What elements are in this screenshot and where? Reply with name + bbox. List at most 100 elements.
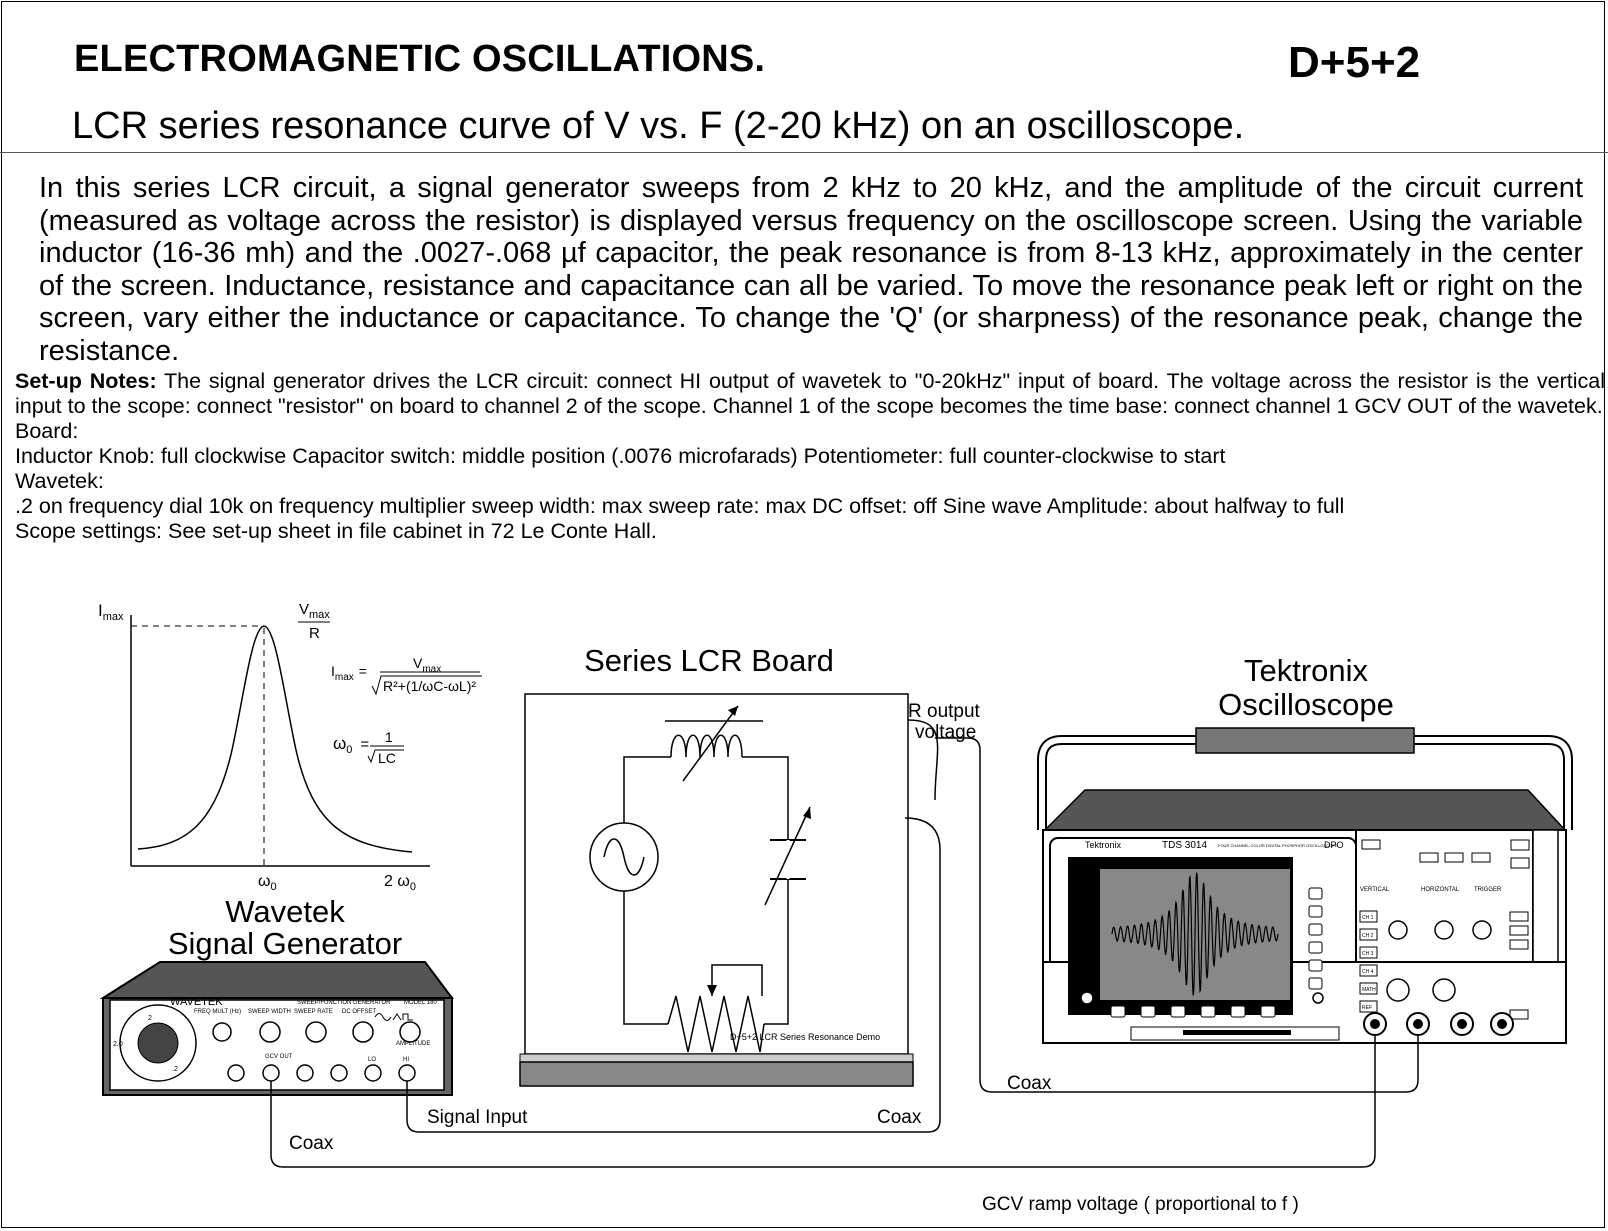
scope-top (1043, 789, 1567, 831)
channel-button (1359, 982, 1378, 995)
board-ledge (519, 1053, 914, 1063)
setup-notes: Set-up Notes: The signal generator drive… (15, 369, 1605, 544)
board-panel (524, 693, 909, 1055)
coax-label-board: Coax (877, 1107, 922, 1128)
board-base (519, 1061, 914, 1087)
intro-paragraph: In this series LCR circuit, a signal gen… (39, 172, 1583, 367)
board-heading: Board: (15, 419, 79, 443)
coax-gcv-to-ch1 (270, 1035, 1376, 1168)
x-tick-omega0: ω0 (258, 873, 277, 893)
channel-button-label: MATH (1362, 987, 1376, 993)
svg-text:2: 2 (148, 1015, 152, 1022)
waveform-sine-icon (374, 1013, 392, 1021)
scope-label-line1: Tektronix (1244, 653, 1369, 688)
coax-label-gcv: Coax (289, 1133, 334, 1154)
channel-button-label: CH 1 (1362, 915, 1374, 921)
potentiometer-icon (667, 995, 765, 1053)
svg-text:VERTICAL: VERTICAL (1360, 887, 1390, 893)
r-output-label-line2: voltage (915, 722, 976, 743)
handle-grip (1195, 727, 1415, 754)
channel-button (1359, 1000, 1378, 1013)
wavetek-settings: .2 on frequency dial 10k on frequency mu… (15, 494, 1345, 518)
channel-button-label: CH 2 (1362, 933, 1374, 939)
wavetek-top (99, 961, 454, 999)
board-settings: Inductor Knob: full clockwise Capacitor … (15, 444, 1226, 468)
vertical-position-knob (1388, 920, 1408, 940)
wavetek-heading: Wavetek: (15, 469, 104, 493)
waveform-triangle-icon (392, 1013, 402, 1021)
wavetek-label-line1: Wavetek (225, 894, 345, 929)
channel-buttons: CH 1 CH 2 CH 3 CH 4 MATH REF (1359, 910, 1378, 1013)
page-title: ELECTROMAGNETIC OSCILLATIONS. (74, 38, 766, 80)
lcr-board: D+5+2 LCR Series Resonance Demo R output… (519, 693, 981, 1087)
hi-jack (398, 1064, 416, 1082)
jack-3 (296, 1064, 314, 1082)
channel-button (1359, 928, 1378, 941)
page-subtitle: LCR series resonance curve of V vs. F (2… (72, 105, 1245, 147)
channel-button-label: REF (1362, 1005, 1372, 1011)
scope-model: TDS 3014 (1162, 840, 1207, 851)
lo-jack (364, 1064, 382, 1082)
wavetek-brand: WAVETEK (170, 996, 223, 1008)
wavetek-model-number: MODEL 180 (404, 1000, 437, 1006)
circuit-wire-bottom-right (764, 879, 789, 1025)
tektronix-oscilloscope: Tektronix TDS 3014 FOUR CHANNEL COLOR DI… (1037, 727, 1573, 1044)
coax-label-scope: Coax (1007, 1073, 1052, 1094)
setup-notes-paragraph: Set-up Notes: The signal generator drive… (15, 369, 1605, 419)
svg-text:2.0: 2.0 (113, 1041, 123, 1048)
waveform-square-icon (402, 1013, 413, 1021)
svg-text:DC OFFSET: DC OFFSET (342, 1009, 376, 1015)
svg-text:FREQ MULT (Hz): FREQ MULT (Hz) (194, 1009, 241, 1015)
imax-formula-lhs: Imax= (331, 663, 367, 683)
variable-inductor-icon (670, 734, 743, 758)
svg-text:LO: LO (368, 1057, 376, 1063)
trigger-level-knob (1472, 920, 1492, 940)
power-button (1080, 991, 1094, 1005)
board-label: Series LCR Board (584, 643, 834, 678)
svg-text:SWEEP WIDTH: SWEEP WIDTH (248, 1009, 291, 1015)
scope-settings: Scope settings: See set-up sheet in file… (15, 519, 657, 543)
horizontal-position-knob (1434, 920, 1454, 940)
signal-input-label: Signal Input (427, 1107, 528, 1128)
graph-imax-label: Imax (98, 601, 124, 623)
svg-text:HI: HI (403, 1057, 409, 1063)
channel-button-label: CH 4 (1362, 969, 1374, 975)
scope-dpo: DPO (1324, 840, 1344, 850)
coax-r-output-to-ch2 (935, 737, 1419, 1093)
omega-formula-lhs: ω0= (333, 734, 369, 756)
wavetek-generator: WAVETEK SWEEP/FUNCTION GENERATOR MODEL 1… (99, 961, 454, 1096)
svg-text:SWEEP RATE: SWEEP RATE (294, 1009, 333, 1015)
sweep-width-knob (259, 1021, 281, 1043)
graph-vmax-label: Vmax (299, 601, 330, 621)
vertical-scale-knob (1386, 978, 1410, 1002)
channel-button (1359, 946, 1378, 959)
header-divider (0, 152, 1608, 153)
scope-model-caption: FOUR CHANNEL COLOR DIGITAL PHOSPHOR OSCI… (1218, 843, 1338, 848)
svg-text:HORIZONTAL: HORIZONTAL (1421, 887, 1460, 893)
channel-button (1359, 964, 1378, 977)
imax-formula-den: R²+(1/ωC-ωL)² (383, 678, 476, 694)
cables: Coax Signal Input Coax Coax GCV ramp vol… (270, 737, 1419, 1215)
circuit-wire-top-right (742, 756, 789, 840)
gcv-ramp-label: GCV ramp voltage ( proportional to f ) (982, 1194, 1299, 1215)
dc-offset-knob (352, 1021, 374, 1043)
apparatus-diagram: Imax Vmax R Imax= Vmax R²+(1/ωC-ωL)² ω0=… (98, 601, 1573, 1215)
horizontal-scale-knob (1432, 978, 1456, 1002)
demo-code: D+5+2 (1288, 38, 1421, 87)
svg-text:.2: .2 (172, 1066, 178, 1073)
amplitude-knob (399, 1021, 421, 1043)
svg-text:GCV OUT: GCV OUT (265, 1054, 293, 1060)
board-caption: D+5+2 LCR Series Resonance Demo (730, 1032, 880, 1042)
freq-mult-knob (212, 1022, 232, 1042)
svg-text:TRIGGER: TRIGGER (1474, 887, 1502, 893)
wavetek-label-line2: Signal Generator (168, 926, 402, 961)
resonance-curve (137, 625, 413, 853)
resonance-graph: Imax Vmax R Imax= Vmax R²+(1/ωC-ωL)² ω0=… (98, 601, 482, 893)
coax-hi-to-signal-input (406, 817, 941, 1133)
screen-bottom-buttons (1110, 1005, 1276, 1018)
channel-button-label: CH 3 (1362, 951, 1374, 957)
imax-formula-num: Vmax (413, 655, 441, 675)
sweep-rate-knob (305, 1021, 327, 1043)
setup-notes-label: Set-up Notes: (15, 369, 157, 393)
